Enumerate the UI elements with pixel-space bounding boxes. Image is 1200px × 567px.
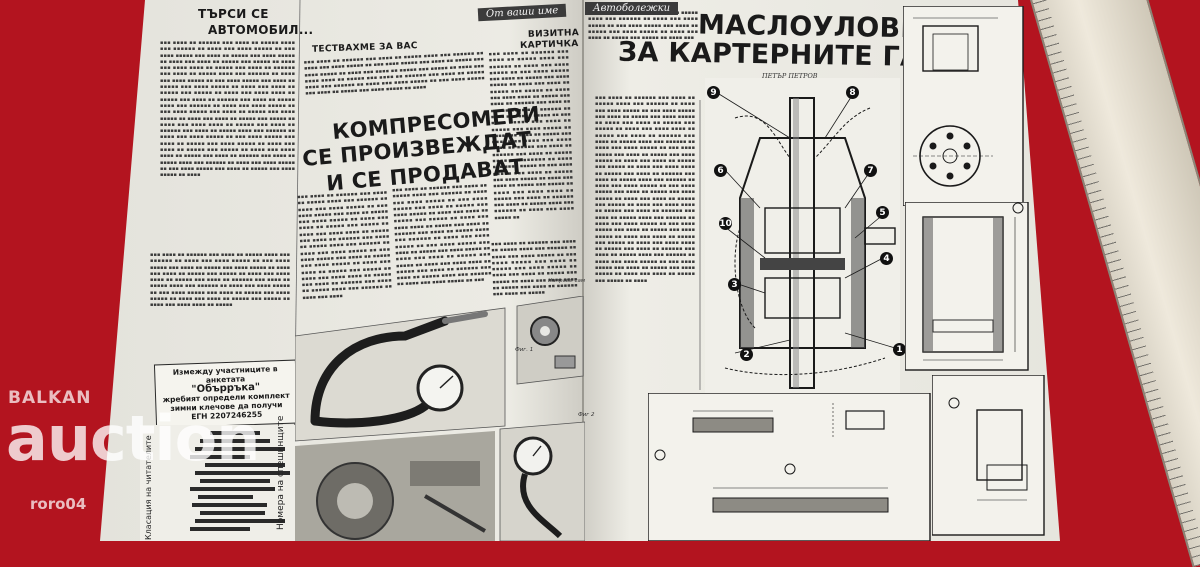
callout-5: 5	[876, 206, 889, 219]
left-vertical-label: Номера на спешинщите	[276, 415, 286, 530]
center-body-col3: ▪▪▪ ▪▪▪▪ ▪▪ ▪▪▪▪▪▪ ▪▪▪ ▪▪▪▪ ▪▪ ▪▪▪▪▪ ▪▪▪…	[490, 238, 578, 298]
watermark-brand-line1: BALKAN	[8, 388, 92, 408]
callout-9: 9	[707, 86, 720, 99]
part-drawing-rods	[648, 393, 931, 541]
main-technical-drawing	[705, 78, 900, 393]
left-body-text-2: ▪▪▪ ▪▪▪▪ ▪▪ ▪▪▪▪▪▪ ▪▪▪ ▪▪▪▪ ▪▪ ▪▪▪▪▪ ▪▪▪…	[150, 252, 290, 309]
callout-7: 7	[864, 164, 877, 177]
right-author: ПЕТЪР ПЕТРОВ	[762, 72, 818, 80]
callout-8: 8	[846, 86, 859, 99]
caption-fig1: Фиг. 1	[515, 347, 534, 353]
left-bar-graphic	[140, 425, 300, 541]
part-drawing-top	[903, 6, 1024, 206]
part-drawing-cup	[905, 202, 1029, 371]
callout-3: 3	[728, 278, 741, 291]
callout-2: 2	[740, 348, 753, 361]
left-body-text: ▪▪▪ ▪▪▪▪ ▪▪ ▪▪▪▪▪▪ ▪▪▪ ▪▪▪▪ ▪▪ ▪▪▪▪▪ ▪▪▪…	[160, 40, 295, 179]
left-title-line1: ТЪРСИ СЕ	[198, 7, 269, 21]
watermark-seller: roro04	[30, 495, 87, 513]
photo-scene: ТЪРСИ СЕ АВТОМОБИЛ... ▪▪▪ ▪▪▪▪ ▪▪ ▪▪▪▪▪▪…	[6, 0, 1200, 567]
center-body-col2: ▪▪▪ ▪▪▪▪ ▪▪ ▪▪▪▪▪▪ ▪▪▪ ▪▪▪▪ ▪▪ ▪▪▪▪▪ ▪▪▪…	[391, 182, 492, 288]
center-body-col1: ▪▪▪ ▪▪▪▪ ▪▪ ▪▪▪▪▪▪ ▪▪▪ ▪▪▪▪ ▪▪ ▪▪▪▪▪ ▪▪▪…	[297, 189, 393, 302]
caption-fig2: Фиг 2	[578, 412, 595, 418]
right-body-col1: ▪▪▪ ▪▪▪▪ ▪▪ ▪▪▪▪▪▪ ▪▪▪ ▪▪▪▪ ▪▪ ▪▪▪▪▪ ▪▪▪…	[595, 95, 695, 284]
callout-4: 4	[880, 252, 893, 265]
right-rubric: Автоболежки	[585, 2, 679, 15]
right-intro-text: ▪▪▪ ▪▪▪▪ ▪▪ ▪▪▪▪▪▪ ▪▪▪ ▪▪▪▪ ▪▪ ▪▪▪▪▪ ▪▪▪…	[588, 10, 698, 42]
watermark-brand-line2: auction	[6, 402, 260, 475]
callout-1: 1	[893, 343, 906, 356]
callout-10: 10	[719, 217, 732, 230]
left-title-line2: АВТОМОБИЛ...	[208, 23, 314, 37]
callout-6: 6	[714, 164, 727, 177]
part-drawing-bracket	[932, 375, 1045, 536]
caption-photo: Направи сам	[548, 278, 586, 284]
center-photos	[295, 296, 585, 541]
